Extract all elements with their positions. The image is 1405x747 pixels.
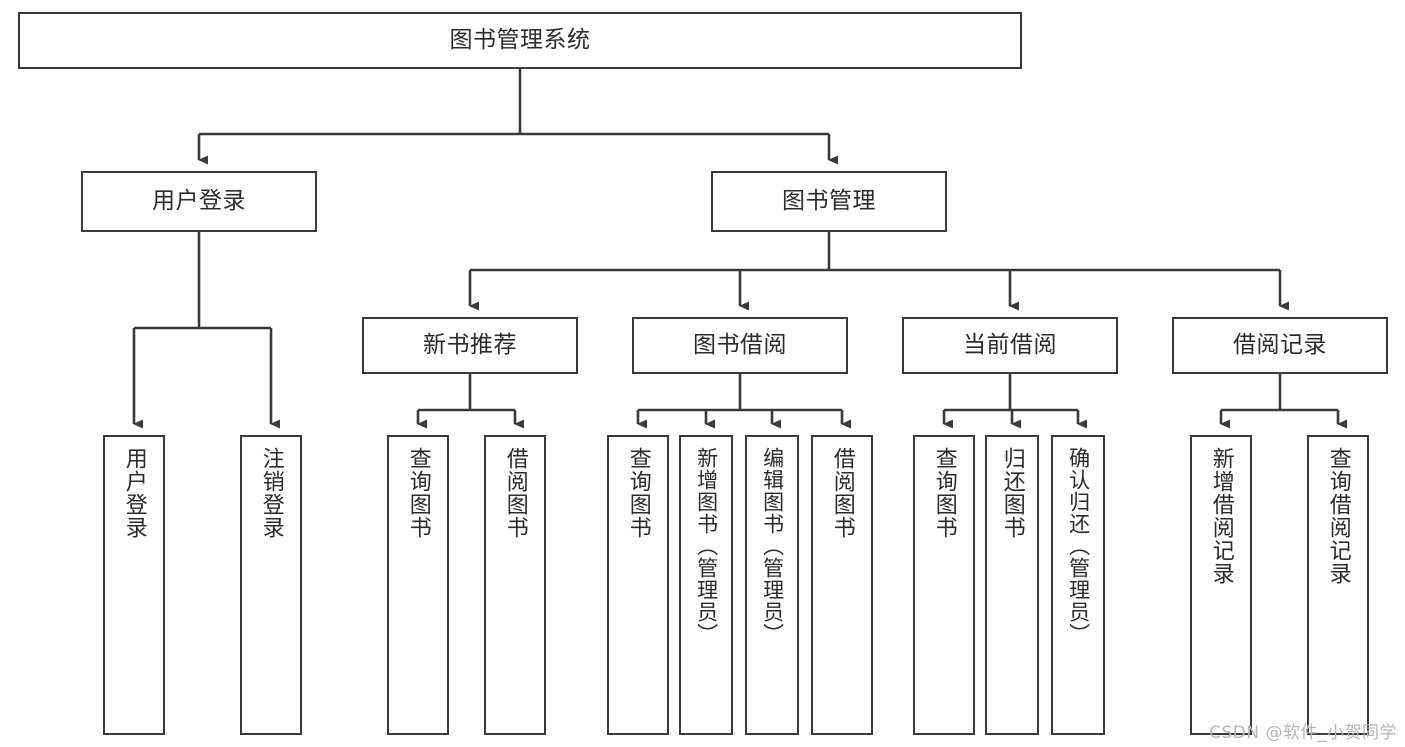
node-label: 图书借阅: [693, 331, 787, 358]
node-label: 查询图书: [405, 447, 431, 539]
node-label: 新书推荐: [423, 331, 517, 358]
node-label: 确认归还（管理员）: [1066, 447, 1091, 645]
node-leaf-borrow-book[interactable]: 借阅图书: [811, 435, 873, 735]
node-label: 借阅图书: [829, 447, 855, 539]
node-leaf-query-borrow-record[interactable]: 查询借阅记录: [1307, 435, 1369, 735]
node-leaf-add-borrow-record[interactable]: 新增借阅记录: [1190, 435, 1252, 735]
node-new-book-recommend[interactable]: 新书推荐: [362, 317, 578, 374]
node-leaf-confirm-return-admin[interactable]: 确认归还（管理员）: [1051, 435, 1105, 735]
node-label: 归还图书: [999, 447, 1025, 539]
node-leaf-borrow-book-recommend[interactable]: 借阅图书: [484, 435, 546, 735]
node-leaf-query-book-recommend[interactable]: 查询图书: [387, 435, 449, 735]
node-user-login[interactable]: 用户登录: [81, 171, 317, 232]
node-leaf-logout[interactable]: 注销登录: [240, 435, 302, 735]
node-label: 图书管理: [782, 187, 876, 214]
node-leaf-return-book[interactable]: 归还图书: [985, 435, 1039, 735]
node-label: 借阅记录: [1233, 331, 1327, 358]
node-leaf-query-book-borrow[interactable]: 查询图书: [607, 435, 669, 735]
node-label: 当前借阅: [963, 331, 1057, 358]
node-book-borrow[interactable]: 图书借阅: [632, 317, 848, 374]
node-leaf-query-book-current[interactable]: 查询图书: [913, 435, 975, 735]
node-current-borrow[interactable]: 当前借阅: [902, 317, 1118, 374]
node-label: 注销登录: [258, 447, 284, 539]
node-label: 用户登录: [152, 187, 246, 214]
node-leaf-edit-book-admin[interactable]: 编辑图书（管理员）: [745, 435, 799, 735]
node-root-system[interactable]: 图书管理系统: [18, 12, 1022, 69]
node-label: 图书管理系统: [449, 26, 591, 53]
node-label: 新增借阅记录: [1208, 447, 1234, 585]
node-borrow-record[interactable]: 借阅记录: [1172, 317, 1388, 374]
node-label: 查询图书: [625, 447, 651, 539]
node-label: 查询借阅记录: [1325, 447, 1351, 585]
node-leaf-add-book-admin[interactable]: 新增图书（管理员）: [679, 435, 733, 735]
node-label: 借阅图书: [502, 447, 528, 539]
csdn-watermark: CSDN @软件_小贺同学: [1209, 723, 1397, 743]
node-leaf-user-login[interactable]: 用户登录: [103, 435, 165, 735]
node-label: 查询图书: [931, 447, 957, 539]
node-book-management[interactable]: 图书管理: [711, 171, 947, 232]
node-label: 新增图书（管理员）: [694, 447, 719, 645]
node-label: 编辑图书（管理员）: [760, 447, 785, 645]
node-label: 用户登录: [121, 447, 147, 539]
